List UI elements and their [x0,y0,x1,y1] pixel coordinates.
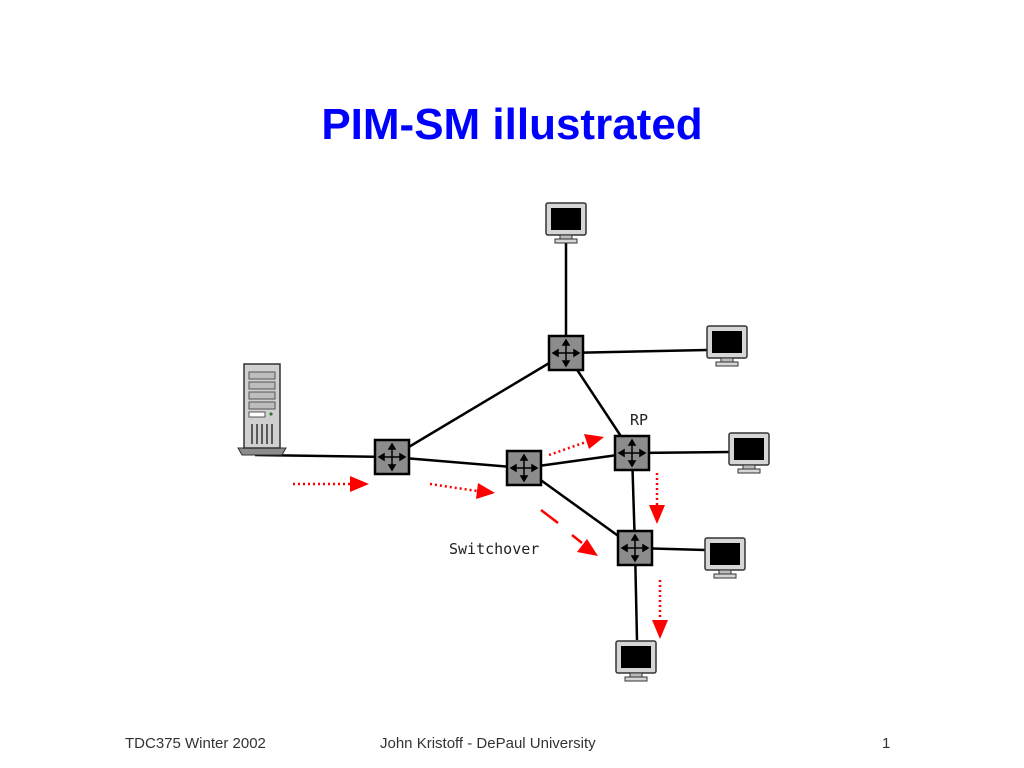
flow-arrow-rp-rlow [649,473,665,524]
flow-arrows [293,434,668,639]
router-2-icon [505,449,543,487]
router-1-icon [373,438,411,476]
link-r1-rtop [391,351,567,459]
monitor-top-icon [545,202,587,244]
flow-arrow-switchover [540,509,598,556]
flow-arrow-r2-rp [548,434,604,457]
monitor-right-icon [706,325,748,367]
flow-arrow-r1-r2 [429,482,495,499]
link-r1-r2 [391,455,525,470]
link-rtop-monright [565,348,708,355]
flow-arrow-source [293,476,369,492]
switchover-label: Switchover [449,540,539,558]
link-r2-rlow [523,466,636,550]
router-top-icon [547,334,585,372]
router-rp-icon [613,434,651,472]
footer-course: TDC375 Winter 2002 [125,735,266,752]
footer-author: John Kristoff - DePaul University [380,735,596,752]
server-icon [237,363,287,456]
monitor-rp-icon [728,432,770,474]
router-lower-icon [616,529,654,567]
network-links [254,240,730,641]
monitor-bottom-icon [615,640,657,682]
rp-label: RP [630,411,648,429]
slide-title: PIM-SM illustrated [321,100,703,149]
monitor-lower-icon [704,537,746,579]
footer-page-number: 1 [882,735,891,752]
flow-arrow-rlow-bottom [652,580,668,639]
